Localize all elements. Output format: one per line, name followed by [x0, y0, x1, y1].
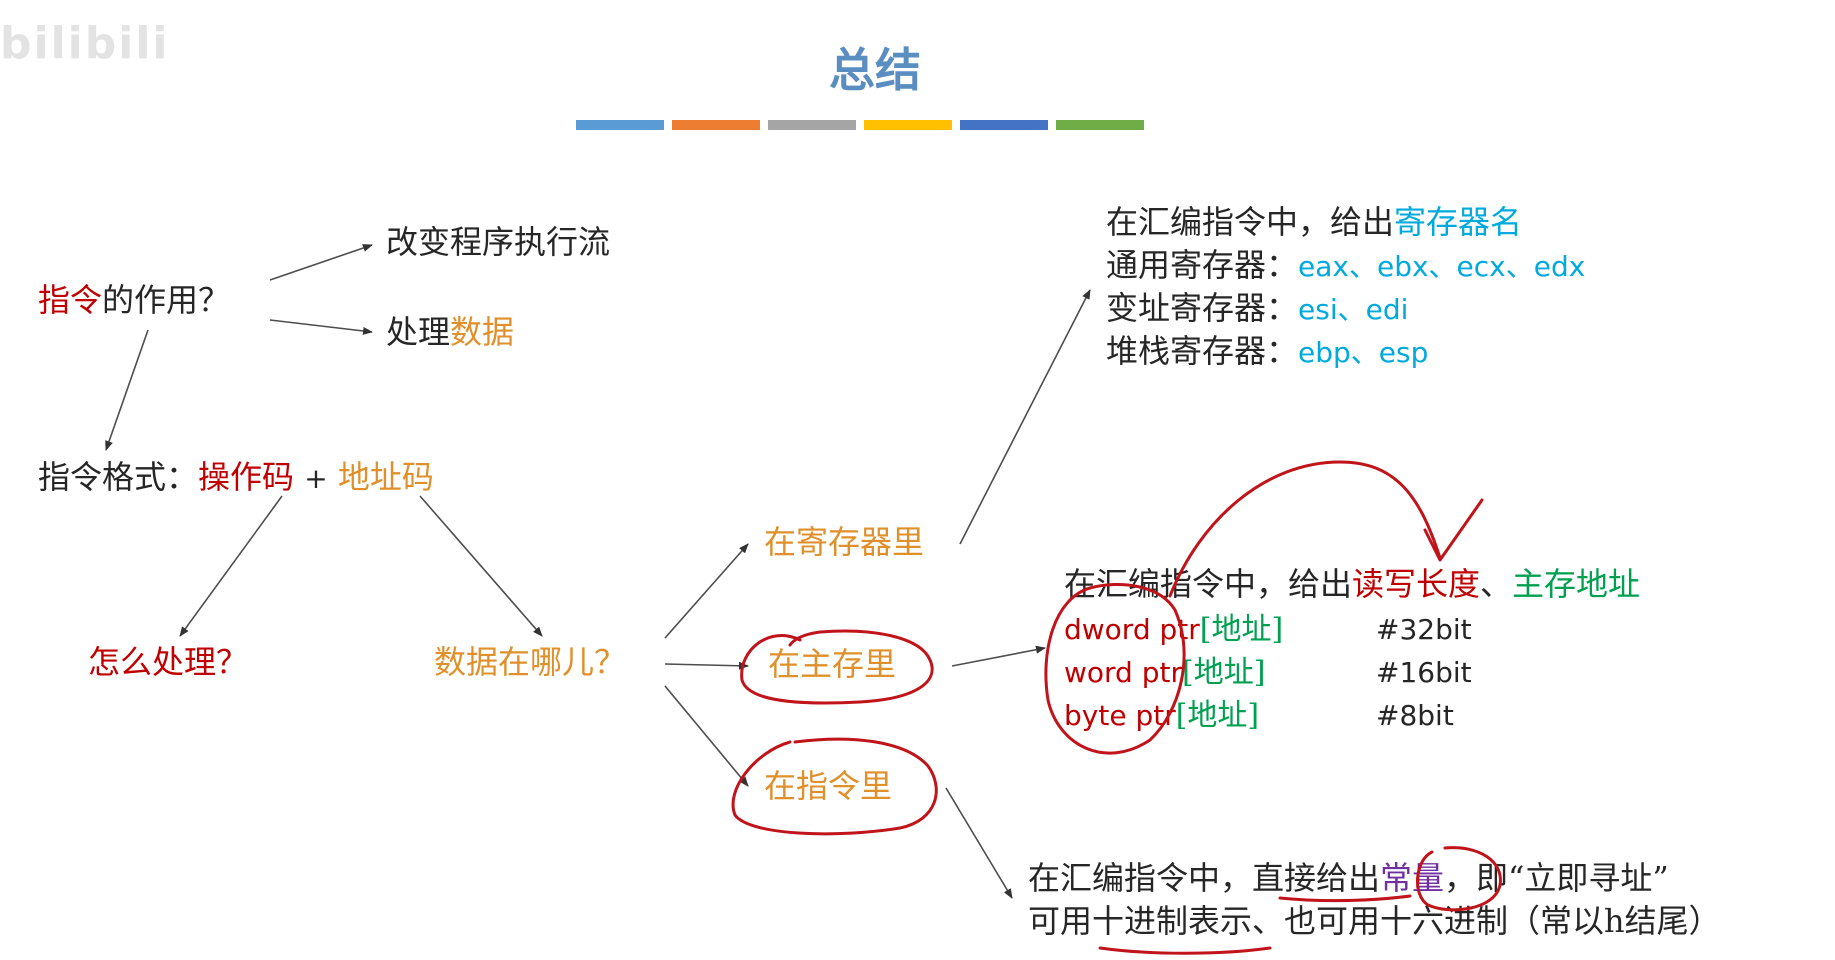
edge-inst-to-panel: [945, 787, 1013, 899]
imm-panel-line2: 可用十进制表示、也可用十六进制（常以h结尾）: [1028, 902, 1721, 940]
format-address: 地址码: [337, 458, 434, 496]
mem-row-ptr: byte ptr: [1064, 699, 1176, 732]
ink-circle-in-instruction: [731, 737, 938, 836]
edge-role-to-format: [105, 329, 149, 451]
imm-panel-constant: 常量: [1380, 859, 1445, 897]
general-register-value: eax、ebx、ecx、edx: [1298, 250, 1586, 283]
reg-panel-stack: 堆栈寄存器：ebp、esp: [1106, 331, 1428, 373]
edge-role-to-data: [269, 319, 373, 335]
node-where-data: 数据在哪儿？: [434, 643, 627, 681]
ink-arrowhead: [1423, 498, 1484, 562]
mem-row: byte ptr[地址]: [1064, 696, 1259, 736]
index-register-value: esi、edi: [1298, 293, 1409, 326]
node-in-register: 在寄存器里: [764, 523, 925, 561]
slide-title: 总结: [829, 43, 921, 97]
imm-panel-immediate-addressing: ，即“立即寻址”: [1444, 859, 1669, 897]
format-opcode: 操作码: [198, 458, 295, 496]
edge-addr-to-where: [419, 495, 543, 637]
imm-panel-line1: 在汇编指令中，直接给出常量，即“立即寻址”: [1028, 858, 1669, 898]
format-label: 指令格式：: [38, 458, 199, 496]
ink-circle-ptr-column: [1044, 582, 1186, 755]
node-in-instruction: 在指令里: [764, 767, 893, 805]
edge-role-to-flow: [269, 244, 373, 281]
mem-row: word ptr[地址]: [1064, 653, 1265, 693]
stack-register-value: ebp、esp: [1298, 336, 1429, 369]
node-how-to-process: 怎么处理？: [88, 643, 249, 681]
color-bar-segment: [672, 120, 760, 130]
color-bar-segment: [576, 120, 664, 130]
mem-panel-rw-length: 读写长度: [1352, 565, 1481, 603]
reg-panel-register-name: 寄存器名: [1394, 203, 1523, 241]
node-process-data: 处理数据: [386, 312, 514, 352]
mem-panel-memory-address: 主存地址: [1512, 565, 1641, 603]
mem-row-address: [地址]: [1199, 612, 1284, 647]
mem-row-address: [地址]: [1182, 655, 1266, 690]
node-in-main-memory: 在主存里: [768, 645, 897, 683]
reg-panel-line1: 在汇编指令中，给出寄存器名: [1106, 202, 1522, 242]
node-instruction-role-rest: 的作用？: [102, 281, 231, 319]
edge-where-to-inst: [664, 685, 749, 787]
edge-reg-to-panel: [959, 289, 1091, 545]
watermark-logo: bilibili: [0, 18, 170, 69]
format-plus: +: [304, 462, 328, 495]
general-register-label: 通用寄存器：: [1106, 246, 1299, 284]
stack-register-label: 堆栈寄存器：: [1106, 332, 1299, 370]
color-bar-segment: [864, 120, 952, 130]
node-instruction-role-keyword: 指令: [38, 281, 103, 319]
ink-circle-in-memory: [740, 629, 934, 705]
color-bar-segment: [960, 120, 1048, 130]
edge-opcode-to-how: [179, 495, 283, 637]
imm-panel-intro: 在汇编指令中，直接给出: [1028, 859, 1381, 897]
mem-row-size: #16bit: [1376, 656, 1472, 689]
reg-panel-general: 通用寄存器：eax、ebx、ecx、edx: [1106, 245, 1585, 287]
edge-where-to-reg: [664, 543, 749, 639]
index-register-label: 变址寄存器：: [1106, 289, 1299, 327]
title-color-bar: [576, 120, 1144, 130]
mem-row-address: [地址]: [1175, 698, 1260, 733]
node-change-flow: 改变程序执行流: [386, 223, 611, 261]
color-bar-segment: [768, 120, 856, 130]
ink-curved-arrow: [1168, 460, 1442, 598]
color-bar-segment: [1056, 120, 1144, 130]
mem-row-size: #8bit: [1376, 699, 1454, 732]
node-instruction-format: 指令格式：操作码 + 地址码: [38, 457, 434, 499]
mem-row-size: #32bit: [1376, 613, 1472, 646]
mem-panel-separator: 、: [1480, 565, 1513, 603]
reg-panel-index: 变址寄存器：esi、edi: [1106, 288, 1408, 330]
edge-where-to-mem: [664, 661, 749, 670]
ink-circle-constant: [1415, 846, 1502, 912]
reg-panel-intro: 在汇编指令中，给出: [1106, 203, 1395, 241]
mem-row-ptr: word ptr: [1064, 656, 1182, 689]
node-instruction-role: 指令的作用？: [38, 280, 230, 320]
edge-mem-to-panel: [951, 645, 1046, 667]
ink-underline-direct: [1278, 894, 1412, 903]
node-process-data-keyword: 数据: [450, 313, 515, 351]
node-process-data-verb: 处理: [386, 313, 451, 351]
ink-underline-decimal: [1098, 946, 1272, 955]
